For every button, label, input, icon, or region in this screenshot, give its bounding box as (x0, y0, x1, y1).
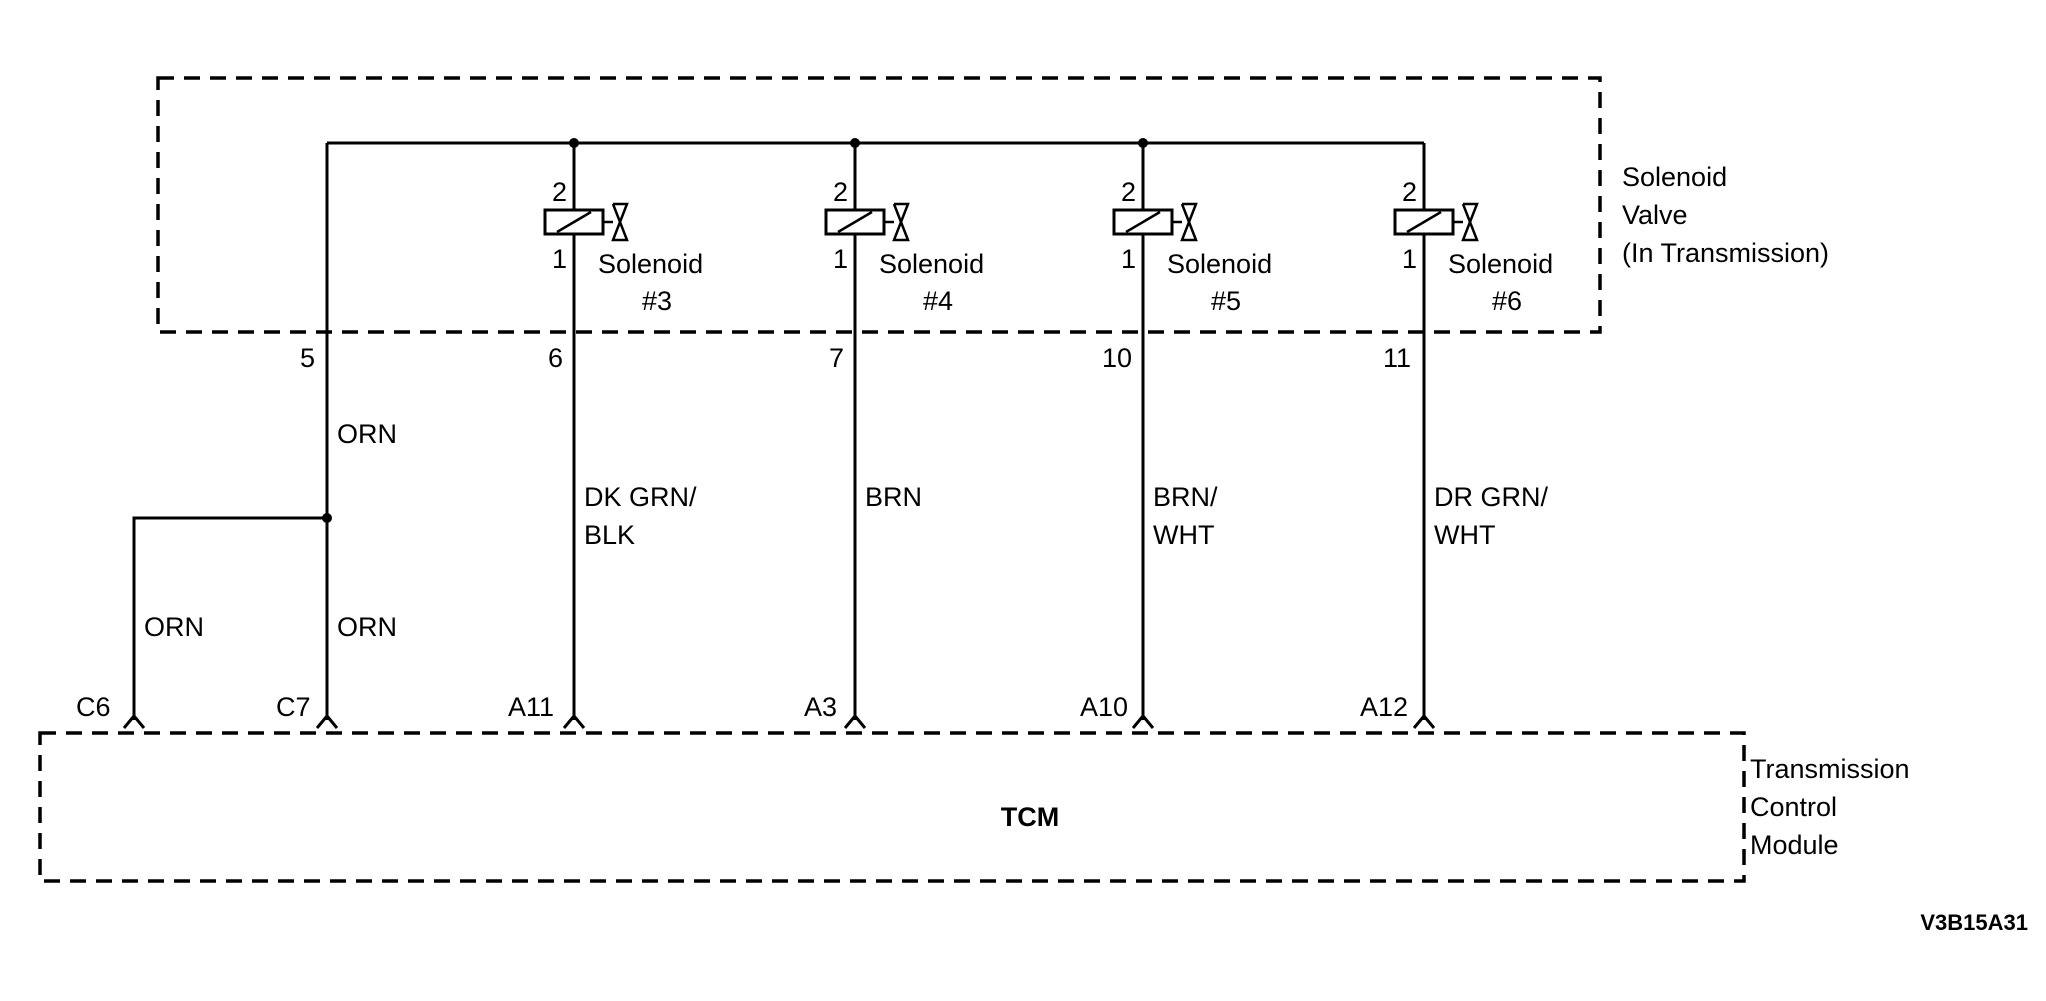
splice-dot-orn (322, 513, 332, 523)
solenoid-4-pin-bottom: 1 (833, 244, 848, 274)
tcm-pin-a12: A12 (1360, 692, 1408, 722)
solenoid-3: 2 1 Solenoid #3 (543, 177, 703, 316)
wire-label-orn-left: ORN (144, 612, 204, 642)
solenoid-6-pin-top: 2 (1402, 177, 1417, 207)
terminal-c6-icon (122, 713, 146, 729)
terminal-c7-icon (315, 713, 339, 729)
solenoid-4-pin-top: 2 (833, 177, 848, 207)
wire-label-sol5-line2: WHT (1153, 520, 1214, 550)
solenoid-4: 2 1 Solenoid #4 (824, 177, 984, 316)
solenoid-5-pin-top: 2 (1121, 177, 1136, 207)
wire-label-orn-right: ORN (337, 612, 397, 642)
tcm-label-2: Control (1750, 792, 1837, 822)
tcm-pin-a11: A11 (508, 692, 554, 722)
solenoid-6-number: #6 (1492, 286, 1522, 316)
tcm-title: TCM (1001, 802, 1059, 832)
figure-id: V3B15A31 (1920, 910, 2028, 935)
harness-pin-11: 11 (1383, 343, 1411, 373)
terminal-a10-icon (1131, 713, 1155, 729)
harness-pin-5: 5 (300, 343, 315, 373)
solenoid-5-name: Solenoid (1167, 249, 1272, 279)
solenoid-valve-label-3: (In Transmission) (1622, 238, 1829, 268)
solenoid-4-valve-icon (884, 202, 910, 242)
wire-label-sol6-line2: WHT (1434, 520, 1495, 550)
solenoid-valve-box (156, 76, 1602, 334)
solenoid-6-valve-icon (1453, 202, 1479, 242)
tcm-pin-c7: C7 (276, 692, 311, 722)
solenoid-3-name: Solenoid (598, 249, 703, 279)
solenoid-4-name: Solenoid (879, 249, 984, 279)
tcm-label-1: Transmission (1750, 754, 1910, 784)
solenoid-6: 2 1 Solenoid #6 (1393, 177, 1553, 316)
solenoid-6-name: Solenoid (1448, 249, 1553, 279)
solenoid-4-number: #4 (923, 286, 953, 316)
wire-label-sol5-line1: BRN/ (1153, 482, 1218, 512)
solenoid-6-pin-bottom: 1 (1402, 244, 1417, 274)
solenoid-5-pin-bottom: 1 (1121, 244, 1136, 274)
wire-label-sol3-line2: BLK (584, 520, 635, 550)
solenoid-3-number: #3 (642, 286, 672, 316)
wire-orn-branch (132, 516, 327, 720)
tcm-box (38, 731, 1746, 883)
wire-label-sol4: BRN (865, 482, 922, 512)
solenoid-5-number: #5 (1211, 286, 1241, 316)
tcm-pin-a3: A3 (804, 692, 837, 722)
terminal-a3-icon (843, 713, 867, 729)
terminal-a12-icon (1412, 713, 1436, 729)
solenoid-4-coil-icon (824, 208, 886, 236)
harness-pin-10: 10 (1102, 343, 1132, 373)
harness-pin-7: 7 (829, 343, 844, 373)
wire-label-sol6-line1: DR GRN/ (1434, 482, 1548, 512)
solenoid-valve-label-1: Solenoid (1622, 162, 1727, 192)
solenoid-5: 2 1 Solenoid #5 (1112, 177, 1272, 316)
tcm-pin-c6: C6 (76, 692, 111, 722)
solenoid-5-valve-icon (1172, 202, 1198, 242)
wire-label-sol3-line1: DK GRN/ (584, 482, 697, 512)
solenoid-3-valve-icon (603, 202, 629, 242)
wire-label-orn-upper: ORN (337, 419, 397, 449)
solenoid-3-pin-bottom: 1 (552, 244, 567, 274)
harness-pin-6: 6 (548, 343, 563, 373)
tcm-label-3: Module (1750, 830, 1839, 860)
solenoid-3-pin-top: 2 (552, 177, 567, 207)
terminal-a11-icon (562, 713, 586, 729)
solenoid-valve-label-2: Valve (1622, 200, 1688, 230)
tcm-pin-a10: A10 (1080, 692, 1128, 722)
